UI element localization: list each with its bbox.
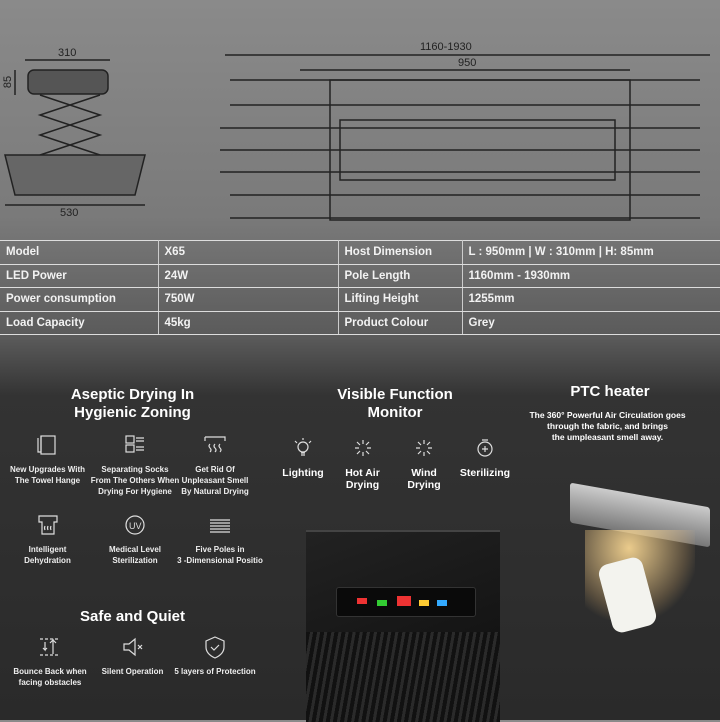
spec-value2: 1255mm (462, 287, 720, 312)
fan-icon (416, 440, 432, 456)
spec-value1: 45kg (158, 310, 339, 335)
feature-label: 3 -Dimensional Positio (177, 556, 263, 565)
rack-schematic (4, 54, 710, 221)
spec-value2: L : 950mm | W : 310mm | H: 85mm (462, 240, 720, 265)
feature-label: Drying (407, 479, 441, 491)
aseptic-title: Aseptic Drying In Hygienic Zoning (40, 386, 225, 422)
monitor-title-line1: Visible Function (337, 386, 453, 403)
dim-host-length: 950 (458, 57, 477, 69)
dim-base: 530 (60, 207, 79, 219)
feature-label: Separating Socks (101, 465, 169, 474)
spec-value1: X65 (158, 240, 339, 265)
spec-label1: Model (0, 240, 159, 265)
dimension-diagram: 310 85 530 1160-1930 950 (0, 0, 720, 235)
feature-label: Five Poles in (195, 545, 245, 554)
feature-label: Silent Operation (101, 667, 164, 676)
spec-label1: LED Power (0, 263, 159, 288)
feature-label: Dehydration (24, 556, 71, 565)
feature-label: Intelligent (28, 545, 67, 554)
mute-icon (122, 637, 142, 657)
feature-label: 5 layers of Protection (174, 667, 256, 676)
feature-label: Unpleasant Smell (181, 476, 249, 485)
dim-pole-length: 1160-1930 (420, 41, 472, 53)
spec-value2: Grey (462, 310, 720, 335)
dim-width: 310 (58, 47, 77, 59)
dim-height: 85 (2, 75, 15, 89)
fan-icon (354, 440, 371, 456)
towel-icon (36, 435, 56, 455)
spec-value2: 1160mm - 1930mm (462, 263, 720, 288)
feature-label: facing obstacles (18, 678, 82, 687)
monitor-title: Visible Function Monitor (310, 386, 480, 422)
ptc-description: The 360° Powerful Air Circulation goes t… (500, 410, 715, 443)
ptc-line2: through the fabric, and brings (547, 421, 668, 431)
light-icon (294, 438, 312, 456)
monitor-title-line2: Monitor (367, 404, 423, 421)
ptc-heater-image (565, 482, 715, 640)
separate-icon (125, 435, 144, 453)
sterilize-icon (477, 439, 493, 457)
spec-label2: Lifting Height (338, 287, 463, 312)
ptc-title: PTC heater (570, 383, 650, 400)
shirt-icon (37, 515, 58, 535)
feature-label: Sterilizing (459, 467, 511, 479)
feature-label: New Upgrades With (9, 465, 86, 474)
feature-label: From The Others When (90, 476, 180, 485)
uv-icon: UV (125, 515, 145, 535)
ptc-line3: the umpleasant smell away. (551, 432, 664, 442)
feature-label: Lighting (282, 467, 324, 479)
spec-label2: Pole Length (338, 263, 463, 288)
ptc-line1: The 360° Powerful Air Circulation goes (529, 410, 686, 420)
aseptic-title-line1: Aseptic Drying In (70, 386, 195, 403)
feature-label: Medical Level (108, 545, 162, 554)
feature-label: Wind (411, 467, 437, 479)
poles-icon (210, 519, 230, 533)
feature-label: Sterilization (112, 556, 158, 565)
control-panel-image (306, 530, 500, 722)
svg-text:UV: UV (129, 521, 142, 531)
shield-icon (205, 636, 225, 659)
aseptic-title-line2: Hygienic Zoning (74, 404, 191, 421)
feature-label: The Towel Hange (14, 476, 81, 485)
bounce-icon (40, 638, 60, 656)
spec-label2: Host Dimension (338, 240, 463, 265)
feature-label: Bounce Back when (13, 667, 87, 676)
feature-label: Get Rid Of (195, 465, 235, 474)
feature-label: Hot Air (345, 467, 380, 479)
spec-label1: Load Capacity (0, 310, 159, 335)
feature-label: By Natural Drying (181, 487, 249, 496)
safe-title: Safe and Quiet (79, 608, 186, 625)
feature-label: Drying For Hygiene (98, 487, 172, 496)
feature-label: Drying (345, 479, 380, 491)
display-panel (336, 587, 476, 617)
spec-value1: 24W (158, 263, 339, 288)
spec-label2: Product Colour (338, 310, 463, 335)
vent-grille (306, 632, 500, 722)
heat-icon (204, 436, 226, 453)
spec-label1: Power consumption (0, 287, 159, 312)
spec-value1: 750W (158, 287, 339, 312)
